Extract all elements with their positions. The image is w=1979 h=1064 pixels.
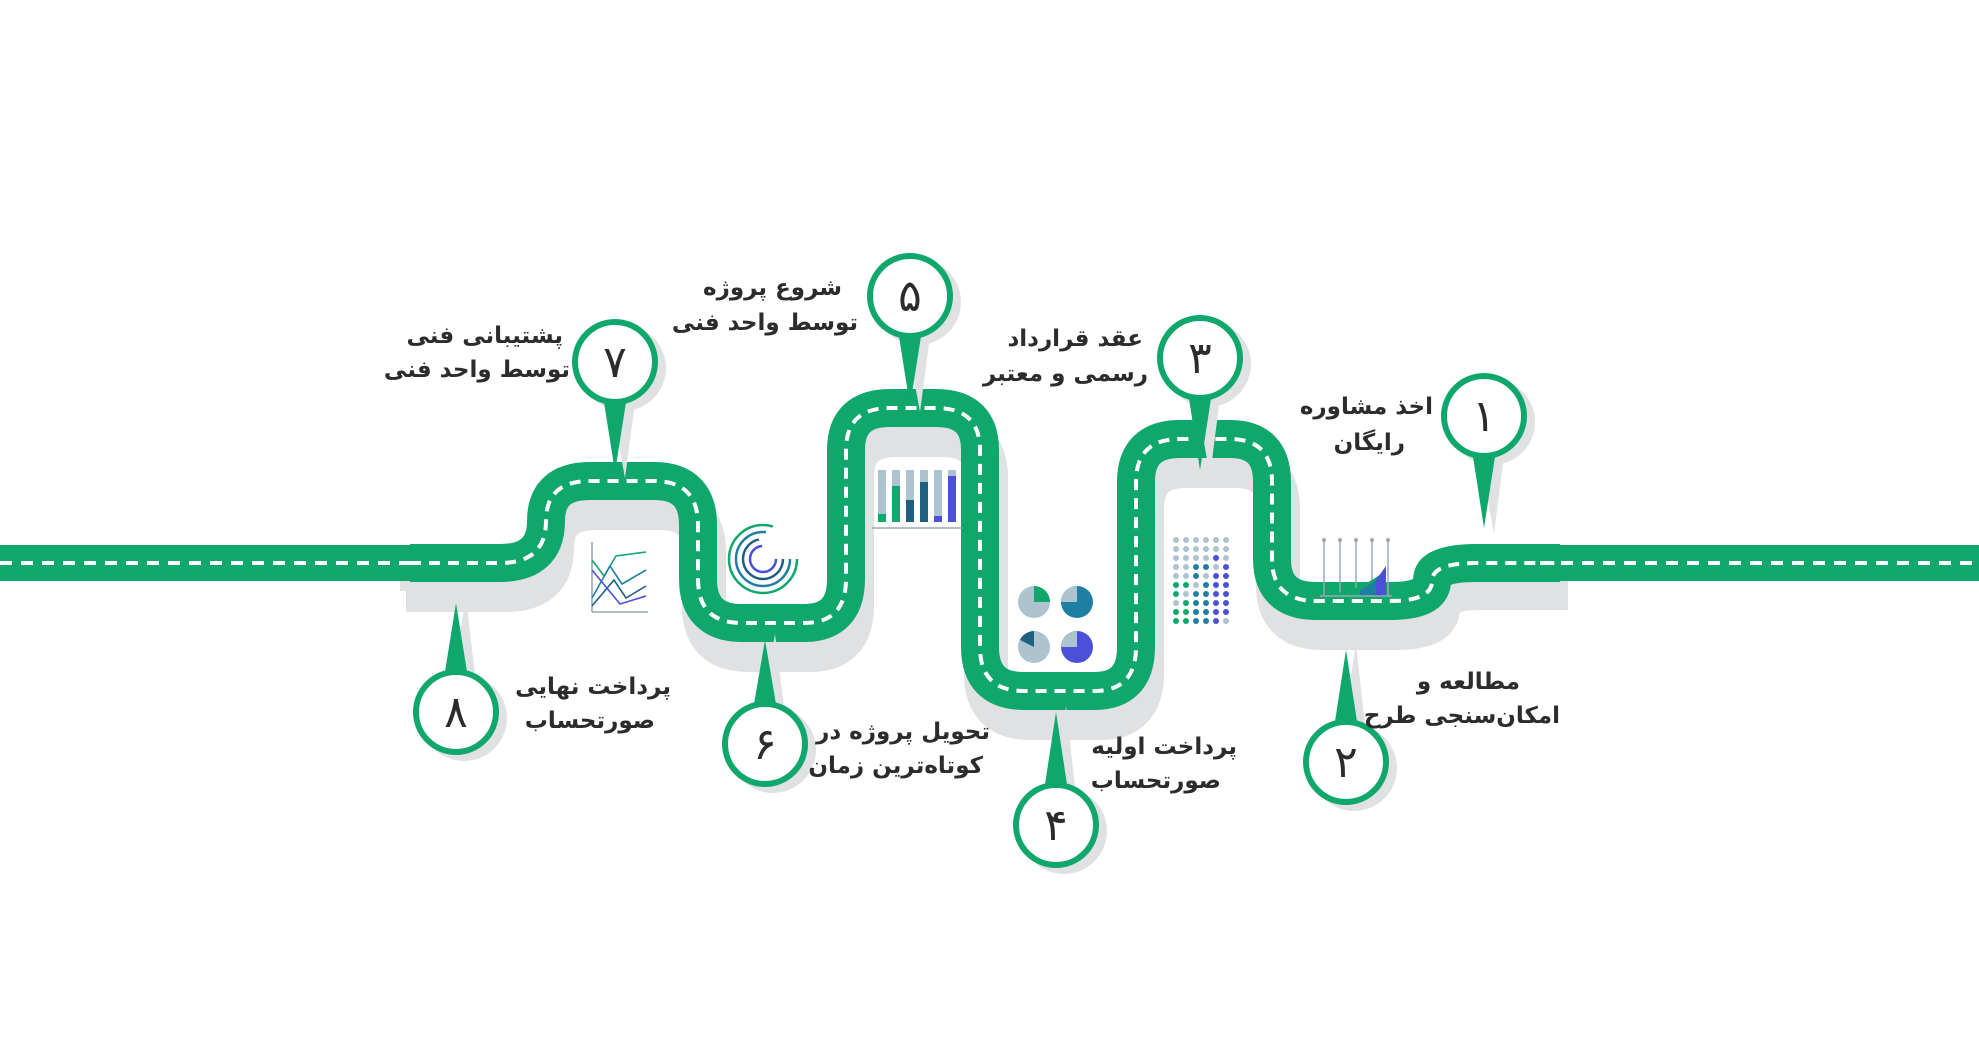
step-4-pin: ۴: [1013, 706, 1107, 874]
step-pins: ۱ ۲ ۳ ۴ ۵ ۶ ۷ ۸: [413, 253, 1535, 874]
step-2-label: مطالعه و امکان‌سنجی طرح: [1364, 669, 1560, 729]
step-6-pin: ۶: [722, 634, 816, 793]
svg-text:پرداخت نهایی: پرداخت نهایی: [515, 674, 671, 700]
step-1-pin: ۱: [1441, 373, 1535, 534]
svg-text:صورتحساب: صورتحساب: [1091, 768, 1221, 794]
step-5-label: شروع پروژه توسط واحد فنی: [672, 275, 858, 336]
pie-charts-icon: [1018, 586, 1093, 663]
svg-text:رسمی و معتبر: رسمی و معتبر: [982, 361, 1148, 387]
svg-text:عقد قرارداد: عقد قرارداد: [1007, 326, 1143, 352]
step-5-number: ۵: [898, 271, 922, 322]
step-3-label: عقد قرارداد رسمی و معتبر: [982, 326, 1148, 387]
step-2-number: ۲: [1334, 737, 1358, 788]
svg-text:اخذ مشاوره: اخذ مشاوره: [1300, 394, 1433, 420]
step-4-label: پرداخت اولیه صورتحساب: [1091, 734, 1237, 794]
step-3-pin: ۳: [1157, 315, 1251, 476]
svg-text:رایگان: رایگان: [1334, 429, 1405, 456]
step-4-number: ۴: [1044, 800, 1068, 851]
step-3-number: ۳: [1188, 333, 1212, 384]
svg-text:کوتاه‌ترین زمان: کوتاه‌ترین زمان: [808, 753, 983, 779]
step-5-pin: ۵: [867, 253, 961, 412]
step-8-pin: ۸: [413, 597, 507, 761]
radial-chart-icon: [727, 523, 799, 595]
line-chart-icon: [591, 542, 648, 613]
step-7-pin: ۷: [572, 319, 666, 478]
step-8-number: ۸: [444, 687, 468, 738]
step-2-pin: ۲: [1303, 644, 1397, 811]
svg-text:پشتیبانی فنی: پشتیبانی فنی: [407, 323, 563, 349]
svg-text:صورتحساب: صورتحساب: [525, 708, 655, 734]
svg-text:شروع پروژه: شروع پروژه: [703, 275, 842, 301]
svg-text:پرداخت اولیه: پرداخت اولیه: [1091, 734, 1237, 760]
step-6-number: ۶: [753, 719, 777, 770]
svg-text:توسط واحد فنی: توسط واحد فنی: [672, 310, 858, 336]
step-1-number: ۱: [1472, 391, 1496, 442]
step-8-label: پرداخت نهایی صورتحساب: [515, 674, 671, 734]
svg-text:توسط واحد فنی: توسط واحد فنی: [384, 357, 570, 383]
step-6-label: تحویل پروژه در کوتاه‌ترین زمان: [808, 719, 990, 779]
road-right-shadow: [1540, 581, 1564, 591]
dot-matrix-icon: [1173, 537, 1229, 624]
road-winding-dashes: [410, 406, 1560, 693]
svg-text:امکان‌سنجی طرح: امکان‌سنجی طرح: [1364, 703, 1560, 729]
svg-text:مطالعه و: مطالعه و: [1416, 669, 1520, 695]
svg-text:تحویل پروژه در: تحویل پروژه در: [815, 719, 990, 745]
step-7-label: پشتیبانی فنی توسط واحد فنی: [384, 323, 570, 383]
road-left-shadow: [400, 581, 440, 591]
area-chart-icon: [1320, 538, 1392, 597]
bar-chart-icon: [872, 470, 962, 529]
step-7-number: ۷: [603, 337, 627, 388]
step-1-label: اخذ مشاوره رایگان: [1300, 394, 1433, 456]
